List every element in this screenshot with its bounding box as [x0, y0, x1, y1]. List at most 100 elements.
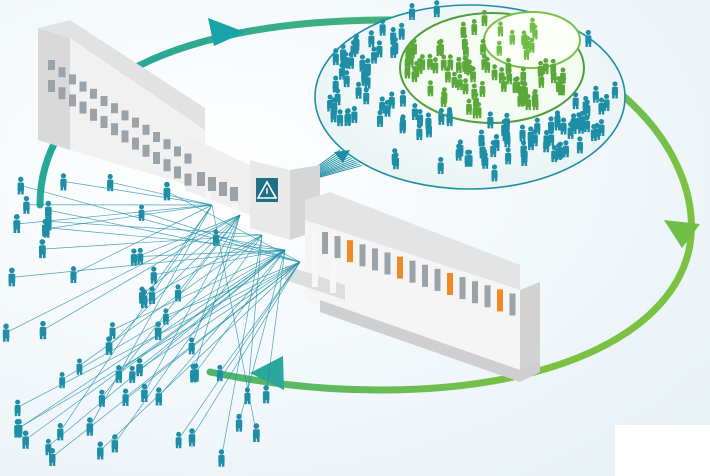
person-icon [370, 46, 378, 64]
person-icon [550, 58, 557, 75]
person-icon [163, 181, 171, 201]
ray-line [139, 249, 286, 368]
person-icon [592, 85, 599, 103]
ray-line [73, 204, 213, 275]
person-icon [235, 413, 243, 432]
person-icon [13, 214, 21, 234]
person-icon [141, 383, 148, 403]
person-icon [155, 387, 163, 406]
person-icon [481, 53, 488, 70]
person-icon [404, 53, 411, 70]
person-icon [438, 107, 445, 125]
window [100, 96, 108, 106]
person-icon [136, 358, 143, 377]
person-icon [154, 321, 162, 341]
person-icon [411, 103, 418, 121]
person-icon [17, 176, 24, 195]
window [153, 132, 160, 142]
person-icon [129, 365, 136, 383]
person-icon [491, 64, 498, 81]
facade-panel [397, 256, 403, 279]
person-icon [39, 320, 47, 340]
ray-line [165, 261, 301, 316]
person-icon [190, 363, 197, 383]
person-icon [399, 114, 407, 132]
window [111, 123, 118, 136]
person-icon [598, 118, 605, 136]
person-icon [471, 19, 478, 36]
person-icon [398, 22, 405, 40]
person-icon [45, 438, 52, 456]
facade-panel [384, 252, 391, 275]
person-icon [532, 24, 538, 40]
person-icon [525, 36, 531, 52]
facade-panel [459, 277, 466, 300]
person-icon [496, 40, 502, 56]
ray-line [89, 204, 213, 427]
ray-line [219, 261, 301, 373]
building-facade-panels [322, 232, 516, 316]
ray-line [42, 214, 241, 331]
person-icon [481, 148, 488, 166]
ray-line [221, 234, 263, 458]
facade-panel [409, 260, 416, 283]
ray-line [141, 214, 241, 295]
person-icon [344, 108, 351, 126]
facade-panel [447, 273, 453, 295]
person-icon [148, 286, 156, 304]
person-icon [497, 21, 504, 37]
window [79, 101, 87, 114]
person-icon [15, 418, 23, 438]
person-icon [487, 111, 494, 129]
facade-panel [422, 264, 428, 287]
window [111, 103, 118, 114]
window [142, 124, 150, 135]
person-icon [542, 58, 549, 75]
ray-line [59, 204, 213, 432]
ray-line [141, 211, 301, 263]
person-icon [462, 78, 469, 95]
facade-panel [509, 293, 516, 316]
ray-line [191, 261, 301, 438]
person-icon [390, 26, 397, 44]
person-icon [343, 70, 350, 88]
person-icon [340, 51, 347, 69]
person-icon [438, 38, 444, 55]
ray-line [25, 249, 286, 441]
person-icon [560, 117, 567, 135]
person-icon [409, 42, 415, 59]
window [100, 116, 108, 128]
person-icon [441, 87, 448, 104]
person-icon [519, 124, 526, 142]
person-icon [455, 56, 462, 73]
person-icon [500, 75, 507, 92]
person-icon [355, 81, 362, 99]
facade-panel [434, 268, 441, 291]
person-icon [534, 117, 541, 135]
person-icon [432, 57, 439, 74]
person-icon [611, 81, 619, 99]
person-icon [38, 239, 46, 259]
person-icon [425, 120, 433, 138]
person-icon [505, 57, 512, 74]
person-icon [582, 95, 589, 113]
person-icon [86, 417, 94, 436]
window [90, 88, 97, 99]
inner-ring-people [496, 17, 538, 60]
ray-line [247, 234, 263, 396]
person-icon [2, 323, 10, 342]
person-icon [503, 112, 510, 130]
person-icon [57, 422, 64, 441]
ray-line [178, 261, 301, 440]
person-icon [376, 40, 383, 58]
person-icon [427, 80, 434, 97]
person-icon [115, 365, 123, 383]
person-icon [416, 58, 423, 75]
person-icon [480, 38, 486, 55]
window [174, 166, 181, 179]
cycle-arrow-path [36, 16, 695, 394]
ray-line [48, 209, 301, 263]
person-icon [466, 98, 472, 115]
warning-icon [256, 178, 278, 202]
person-icon [138, 204, 145, 221]
